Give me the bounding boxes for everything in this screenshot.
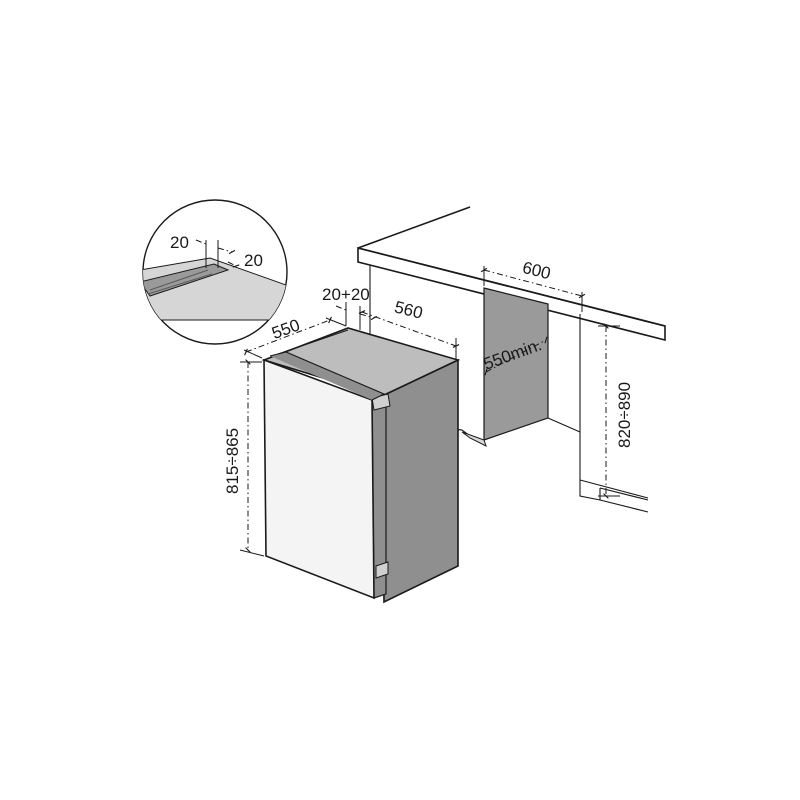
appliance-height-label: 815÷865 — [223, 428, 242, 494]
niche-height-dimension — [598, 323, 620, 499]
niche-width-label: 600 — [520, 258, 552, 283]
niche-depth-dimension — [358, 310, 460, 360]
detail-gap-left-label: 20 — [170, 233, 189, 252]
niche-depth-label: 560 — [393, 297, 425, 322]
gap-dimension — [335, 302, 374, 330]
detail-gap-right-label: 20 — [244, 251, 263, 270]
appliance-depth-dimension — [243, 316, 347, 359]
appliance-height-dimension — [239, 359, 265, 557]
appliance-depth-label: 550 — [269, 315, 302, 343]
niche-width-dimension — [480, 266, 586, 312]
niche-min-depth-dimension — [484, 336, 548, 376]
detail-circle — [142, 199, 288, 345]
gap-label: 20+20 — [322, 285, 370, 304]
appliance — [261, 327, 461, 604]
niche-height-label: 820÷890 — [615, 382, 634, 448]
